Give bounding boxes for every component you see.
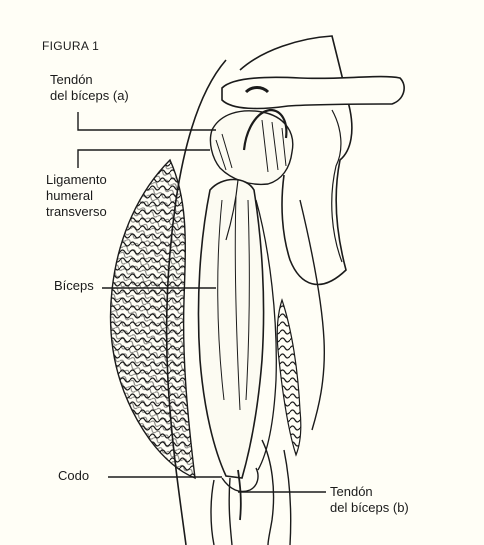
label-biceps-tendon-a: Tendón del bíceps (a) (50, 72, 129, 104)
label-line: humeral (46, 188, 107, 204)
label-transverse-ligament: Ligamento humeral transverso (46, 172, 107, 220)
label-line: Ligamento (46, 172, 107, 188)
forearm-bone-left (211, 478, 232, 545)
label-line: del bíceps (b) (330, 500, 409, 516)
biceps-belly (198, 180, 263, 479)
label-biceps: Bíceps (54, 278, 94, 294)
label-biceps-tendon-b: Tendón del bíceps (b) (330, 484, 409, 516)
leader-ligament (78, 150, 210, 168)
label-line: Tendón (330, 484, 409, 500)
arm-outline-right (300, 200, 324, 430)
leader-tendon-a (78, 112, 216, 130)
label-line: Tendón (50, 72, 129, 88)
label-line: del bíceps (a) (50, 88, 129, 104)
deep-muscle-right (277, 300, 301, 455)
deep-muscle-left-texture (111, 160, 195, 478)
acromion (222, 77, 404, 109)
label-elbow: Codo (58, 468, 89, 484)
humeral-head (210, 111, 292, 185)
label-line: transverso (46, 204, 107, 220)
figure-title: FIGURA 1 (42, 38, 99, 54)
